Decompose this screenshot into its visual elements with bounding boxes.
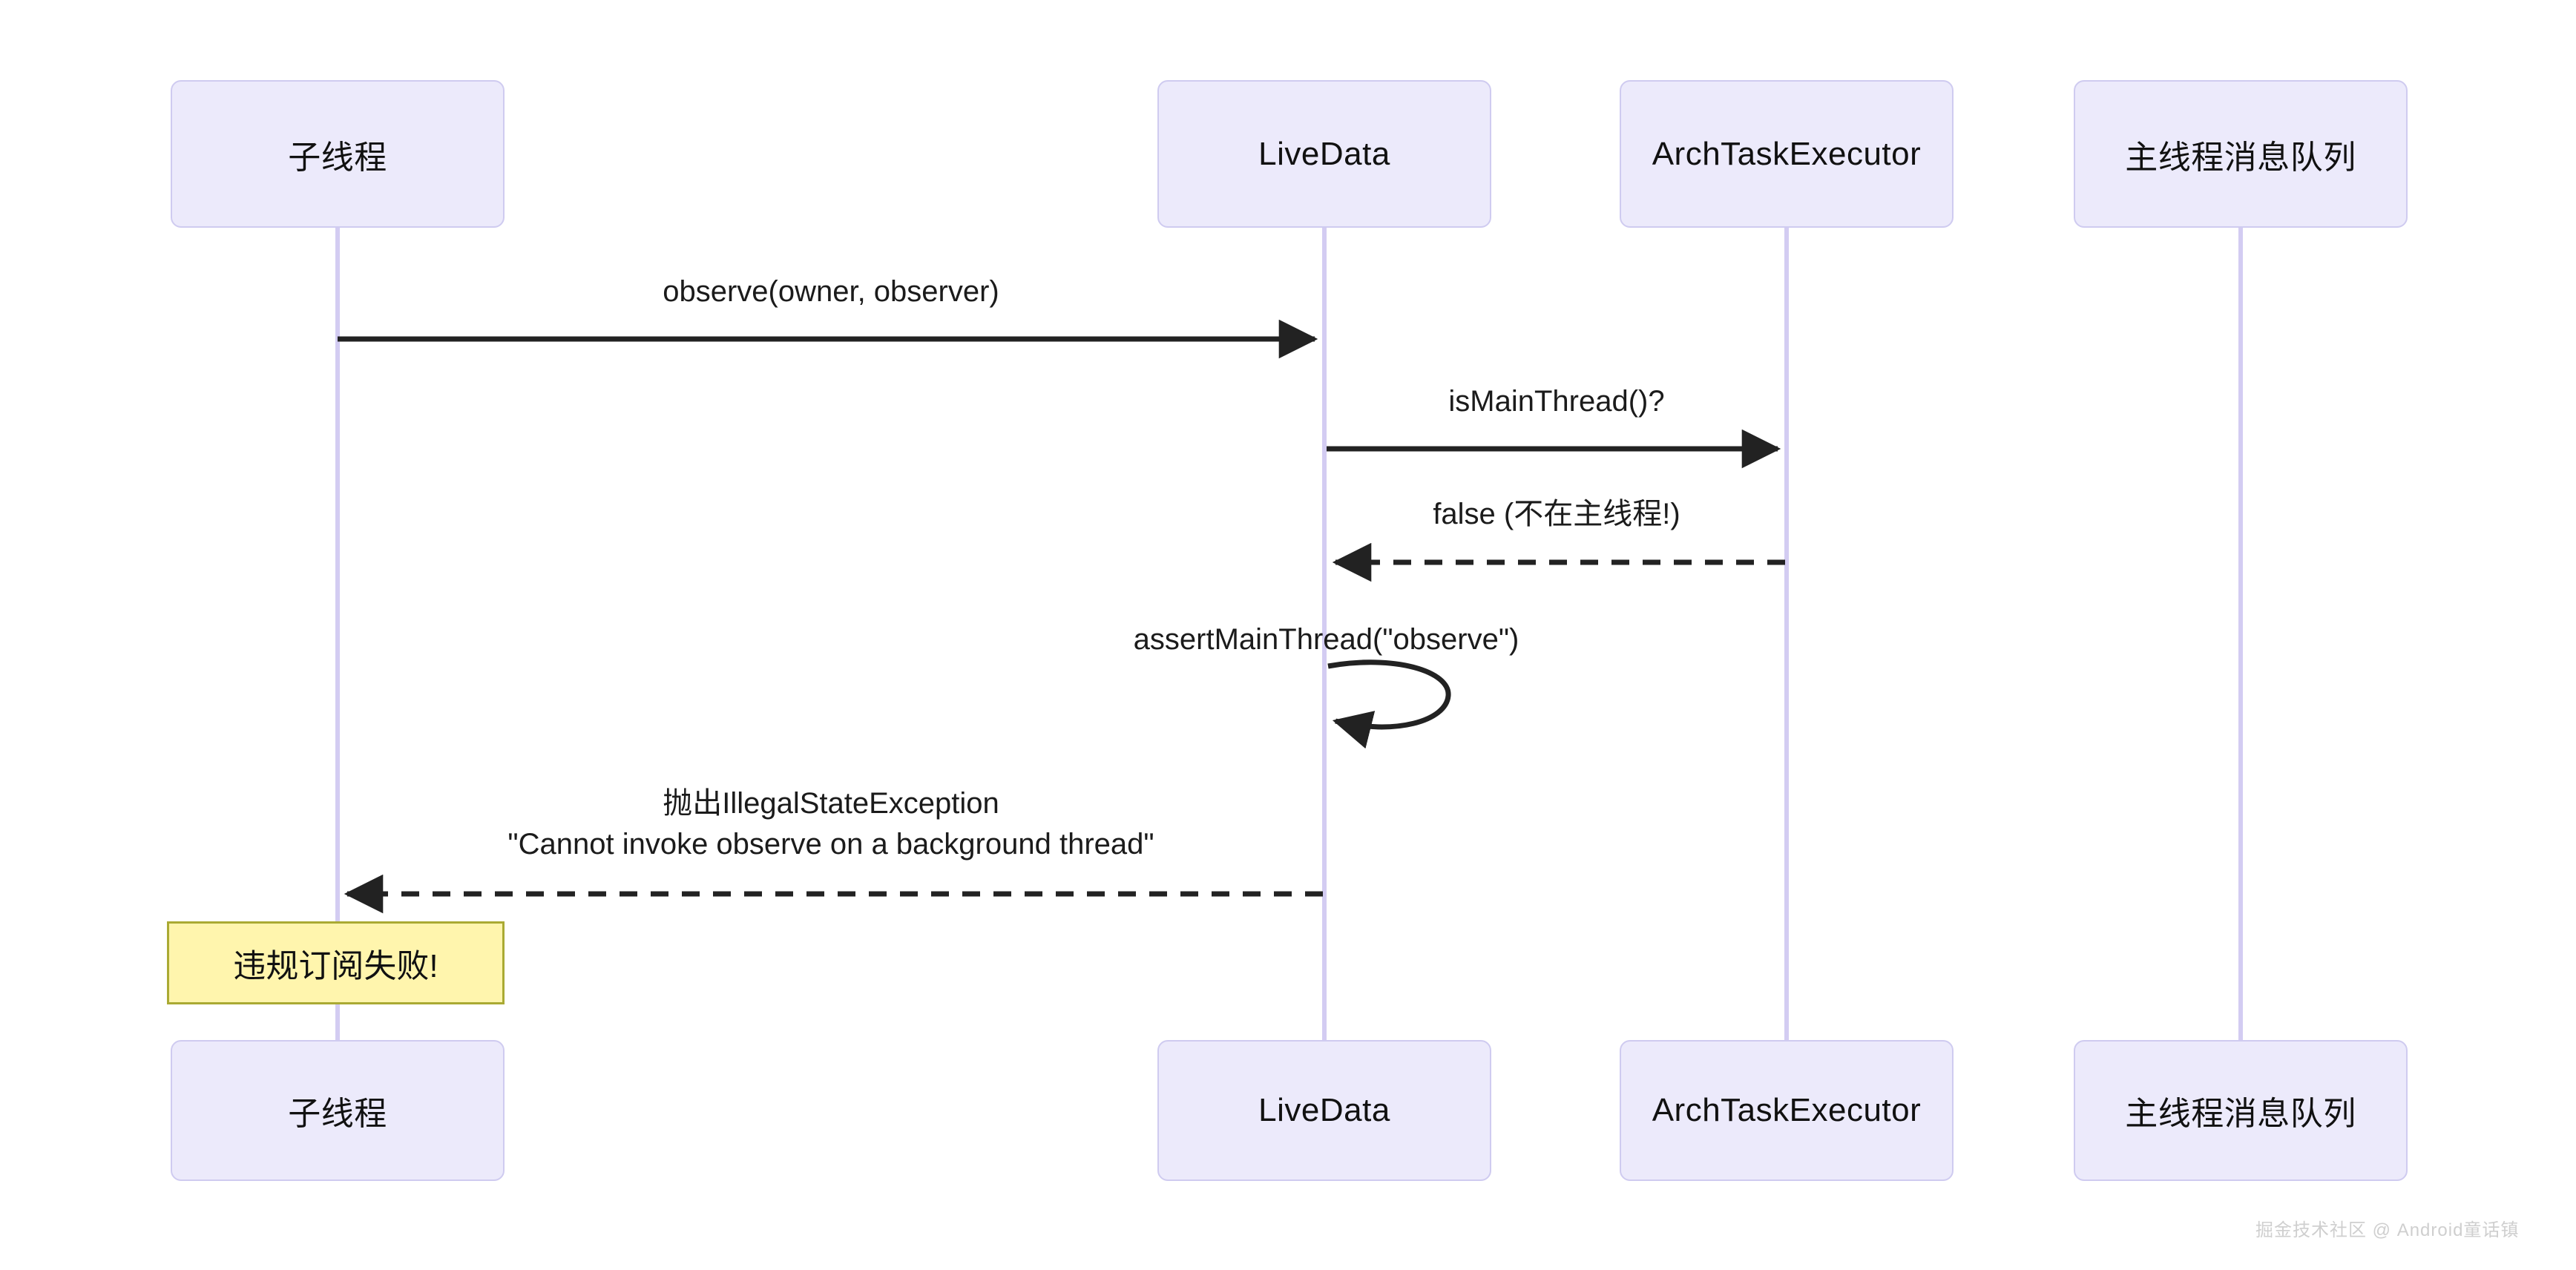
message-label-throw-illegal-state-line2: "Cannot invoke observe on a background t… (507, 828, 1154, 861)
actor-label-child-thread-bottom: 子线程 (288, 1096, 387, 1132)
actor-box-arch-executor-bottom[interactable]: ArchTaskExecutor (1620, 1040, 1954, 1181)
message-label-observe: observe(owner, observer) (663, 275, 999, 308)
actor-box-livedata-bottom[interactable]: LiveData (1157, 1040, 1491, 1181)
message-label-false-not-main-thread: false (不在主线程!) (1433, 498, 1680, 530)
note-text: 违规订阅失败! (233, 948, 438, 984)
actor-label-main-queue-top: 主线程消息队列 (2125, 139, 2356, 176)
actor-label-livedata-bottom: LiveData (1258, 1092, 1390, 1128)
actor-label-arch-executor-top: ArchTaskExecutor (1652, 135, 1922, 172)
actor-label-main-queue-bottom: 主线程消息队列 (2125, 1096, 2356, 1132)
self-loop-assert-main-thread (1327, 659, 1451, 749)
actor-box-main-queue-bottom[interactable]: 主线程消息队列 (2074, 1040, 2408, 1181)
watermark-text: 掘金技术社区 @ Android童话镇 (2255, 1220, 2520, 1240)
message-label-is-main-thread: isMainThread()? (1448, 385, 1665, 418)
actor-box-child-thread-bottom[interactable]: 子线程 (171, 1040, 505, 1181)
actor-label-arch-executor-bottom: ArchTaskExecutor (1652, 1092, 1922, 1128)
message-arrows (338, 319, 1785, 914)
actor-label-child-thread-top: 子线程 (288, 139, 387, 176)
message-label-throw-illegal-state-line1: 抛出IllegalStateException (663, 787, 999, 820)
actor-box-livedata-top[interactable]: LiveData (1157, 80, 1491, 228)
actor-label-livedata-top: LiveData (1258, 135, 1390, 172)
actor-box-arch-executor-top[interactable]: ArchTaskExecutor (1620, 80, 1954, 228)
note-violation-subscribe-failed[interactable]: 违规订阅失败! (167, 921, 505, 1004)
message-label-assert-main-thread: assertMainThread("observe") (1133, 623, 1519, 656)
actor-box-main-queue-top[interactable]: 主线程消息队列 (2074, 80, 2408, 228)
lifelines (335, 228, 2243, 1040)
actor-box-child-thread-top[interactable]: 子线程 (171, 80, 505, 228)
